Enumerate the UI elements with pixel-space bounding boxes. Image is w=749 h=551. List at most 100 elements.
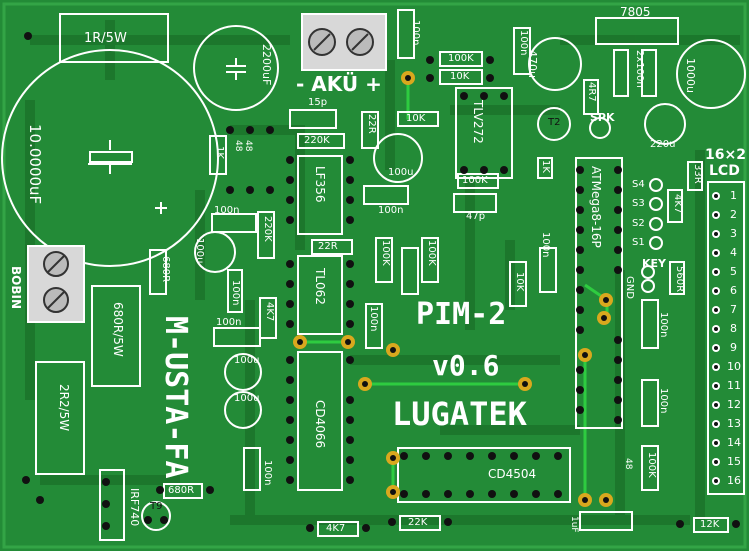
label-15p: 15p xyxy=(308,97,328,108)
ceramic-caps xyxy=(211,9,659,531)
lcd-holes xyxy=(714,194,718,483)
label-100n-c: 100n xyxy=(378,205,404,216)
label-100u-a: 100u xyxy=(388,167,414,178)
label-t9: T9 xyxy=(150,501,163,512)
regulator-7805 xyxy=(595,17,679,45)
lcd-pin: 7 xyxy=(730,303,737,316)
label-1k-b: 1K xyxy=(540,160,551,173)
label-s4: S4 xyxy=(632,179,645,190)
lcd-pin: 15 xyxy=(727,455,741,468)
ic-label-tl062: TL062 xyxy=(313,268,327,305)
capacitor-2200uf xyxy=(193,25,279,111)
label-560r: 560R xyxy=(674,266,685,293)
lcd-pin: 13 xyxy=(727,417,741,430)
label-100u-d: 100u xyxy=(234,393,260,404)
transistor-t9 xyxy=(141,501,171,531)
lcd-pin: 6 xyxy=(730,284,737,297)
label-680r-b: 680R xyxy=(168,485,195,496)
mosfet-irf740 xyxy=(99,469,125,541)
ic-label-irf740: IRF740 xyxy=(128,488,141,527)
label-100n-j: 100n xyxy=(658,312,669,338)
label-100n-d: 100n xyxy=(214,205,240,216)
label-100n-g: 100n xyxy=(230,280,241,306)
label-2r25w: 2R2/5W xyxy=(57,384,71,432)
lcd-pin: 2 xyxy=(730,208,737,221)
label-10k-c: 10K xyxy=(514,272,525,292)
ic-label-cd4504: CD4504 xyxy=(488,467,537,481)
lcd-pin: 14 xyxy=(727,436,741,449)
label-100n-e: 100n xyxy=(540,232,551,258)
label-100n-a: 100n xyxy=(410,20,421,46)
ic-label-mcu: ATMega8-16P xyxy=(589,166,603,248)
label-t2: T2 xyxy=(548,117,561,128)
lcd-pin: 10 xyxy=(727,360,741,373)
board-maker: LUGATEK xyxy=(392,395,527,433)
lcd-label: 16×2 xyxy=(705,147,746,163)
ic-cd4066 xyxy=(297,351,343,491)
label-100n-b: 100n xyxy=(518,30,529,56)
label-680r-a: 680R xyxy=(160,256,171,283)
battery-label: - AKÜ + xyxy=(296,72,382,96)
ic-label-lf356: LF356 xyxy=(313,166,327,203)
label-33r: 33R xyxy=(692,164,703,184)
axial-resistors xyxy=(149,51,729,537)
ic-tl062 xyxy=(297,255,343,335)
label-s3: S3 xyxy=(632,198,645,209)
ic-label-7805: 7805 xyxy=(620,5,651,19)
label-100n-k: 100n xyxy=(658,388,669,414)
lcd-pin: 12 xyxy=(727,398,741,411)
label-48-c: 48 xyxy=(623,458,633,470)
ic-atmega8 xyxy=(575,157,623,429)
label-spk: SPK xyxy=(590,111,615,124)
ic-cd4504 xyxy=(397,447,571,503)
label-100u-c: 100u xyxy=(234,355,260,366)
label-22k: 22K xyxy=(408,517,428,528)
label-4k7-a: 4K7 xyxy=(264,302,275,322)
label-s2: S2 xyxy=(632,218,645,229)
label-680r5w: 680R/5W xyxy=(111,302,125,357)
label-1uf: 1uF xyxy=(569,516,579,533)
label-22r-a: 22R xyxy=(366,114,377,134)
lcd-pin: 1 xyxy=(730,189,737,202)
side-label: M-USTA-FA xyxy=(158,316,193,479)
lcd-pin: 5 xyxy=(730,265,737,278)
lcd-pin: 9 xyxy=(730,341,737,354)
lcd-pin: 8 xyxy=(730,322,737,335)
ic-label-cd4066: CD4066 xyxy=(313,400,327,449)
label-2200uf: 2200uF xyxy=(260,44,273,86)
lcd-header xyxy=(707,181,745,495)
label-4k7-b: 4K7 xyxy=(672,194,683,214)
lcd-pin: 16 xyxy=(727,474,741,487)
label-100k-c: 100K xyxy=(380,240,391,266)
label-220k-a: 220K xyxy=(304,135,330,146)
label-100u-b: 100u xyxy=(194,238,205,264)
label-47p: 47p xyxy=(466,211,486,222)
label-220u: 220u xyxy=(650,139,676,150)
lcd-pin: 3 xyxy=(730,227,737,240)
label-220k-b: 220K xyxy=(262,216,273,242)
label-2x100n: 2x100n xyxy=(634,50,645,88)
label-100k-e: 100K xyxy=(646,452,657,478)
ic-label-tlv272: TLV272 xyxy=(471,100,485,144)
resistor-1r5w xyxy=(59,13,169,63)
lcd-pin: 4 xyxy=(730,246,737,259)
ic-tlv272 xyxy=(455,87,513,179)
label-100k-b: 100K xyxy=(462,175,488,186)
lcd-pads xyxy=(712,192,720,485)
resistor-2r25w xyxy=(35,361,85,475)
speaker xyxy=(589,117,611,139)
board-title: PIM-2 xyxy=(416,297,507,332)
label-cap-large: 10.0000uF xyxy=(26,124,44,205)
label-100k-a: 100K xyxy=(448,53,474,64)
label-100n-i: 100n xyxy=(262,460,273,486)
coil-label: BOBIN xyxy=(9,266,23,310)
through-holes xyxy=(22,32,740,532)
label-1k-a: 1K xyxy=(214,146,225,159)
label-1r5w: 1R/5W xyxy=(84,31,127,46)
lcd-pin: 11 xyxy=(727,379,741,392)
gold-vias xyxy=(293,71,613,507)
switch-pads xyxy=(641,178,663,293)
label-12k: 12K xyxy=(700,519,720,530)
